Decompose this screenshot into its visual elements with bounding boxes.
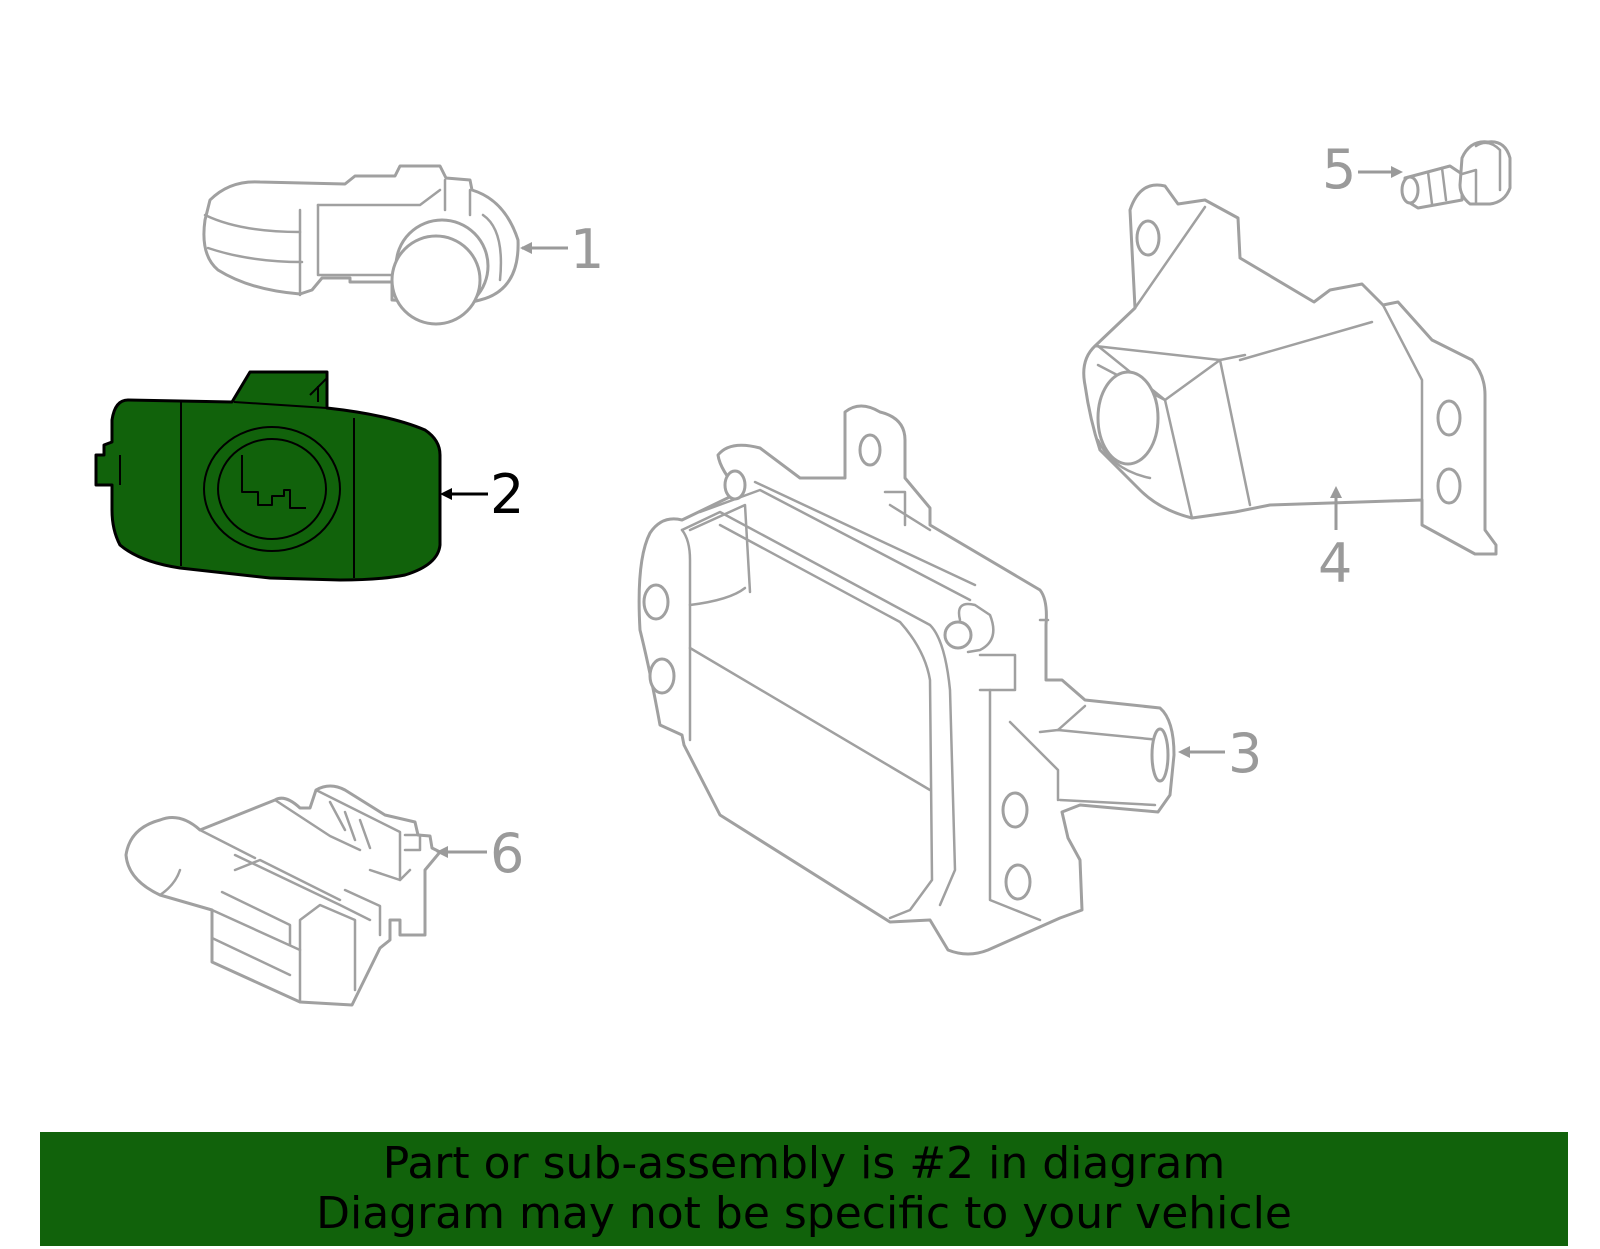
part-4-sensor-bracket[interactable] (1082, 183, 1498, 556)
part-2-sensor-retainer[interactable] (94, 370, 442, 582)
arrow-3 (1178, 746, 1190, 758)
arrow-5 (1391, 166, 1403, 178)
arrow-2 (440, 488, 452, 500)
callout-2[interactable]: 2 (490, 463, 524, 526)
arrow-1 (520, 242, 532, 254)
callout-5[interactable]: 5 (1322, 138, 1356, 201)
part-3-radar-module[interactable] (637, 404, 1176, 956)
callout-4[interactable]: 4 (1318, 532, 1352, 595)
part-6-connector[interactable] (124, 784, 442, 1007)
arrow-4 (1330, 486, 1342, 498)
footer-line-part: Part or sub-assembly is #2 in diagram (382, 1138, 1226, 1189)
callout-6[interactable]: 6 (490, 822, 524, 885)
arrow-6 (436, 846, 448, 858)
part-1-parking-sensor[interactable] (202, 164, 520, 326)
part-5-bolt[interactable] (1400, 140, 1512, 210)
footer-banner: Part or sub-assembly is #2 in diagram Di… (40, 1132, 1568, 1246)
callout-1[interactable]: 1 (570, 218, 604, 281)
callout-3[interactable]: 3 (1228, 722, 1262, 785)
footer-line-disclaimer: Diagram may not be specific to your vehi… (316, 1188, 1292, 1239)
